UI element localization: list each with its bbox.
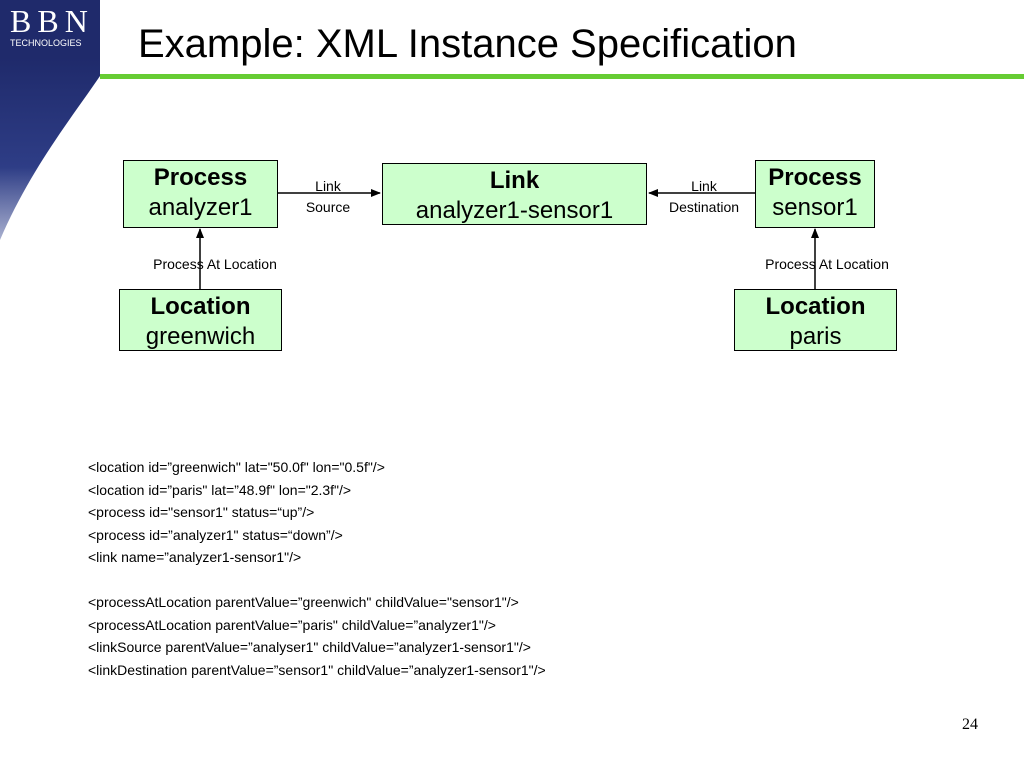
bbn-logo: BBN TECHNOLOGIES xyxy=(0,0,100,240)
location-paris-node: Location paris xyxy=(734,289,897,351)
node-type: Link xyxy=(489,167,540,194)
logo-letters: BBN xyxy=(10,3,94,39)
xml-code-line: <link name=”analyzer1-sensor1"/> xyxy=(88,549,302,565)
xml-code-line: <linkSource parentValue=”analyser1" chil… xyxy=(88,639,531,655)
logo-subtitle: TECHNOLOGIES xyxy=(10,38,82,48)
xml-code-line: <location id=”paris" lat=”48.9f" lon="2.… xyxy=(88,481,352,498)
process-at-location-left-label: Process At Location xyxy=(153,256,277,272)
logo-swoosh xyxy=(0,0,100,240)
node-type: Location xyxy=(765,293,866,320)
title-underline xyxy=(100,74,1024,79)
node-type: Location xyxy=(150,293,251,320)
xml-code-line: <processAtLocation parentValue=”paris" c… xyxy=(88,616,496,633)
process-sensor-node: Process sensor1 xyxy=(755,160,875,228)
slide-title: Example: XML Instance Specification xyxy=(138,22,797,66)
process-analyzer-node: Process analyzer1 xyxy=(123,160,278,228)
location-greenwich-node: Location greenwich xyxy=(119,289,282,351)
link-destination-label: Link Destination xyxy=(658,176,750,218)
xml-code-line: <process id=”analyzer1" status=“down”/> xyxy=(88,526,343,543)
node-value: sensor1 xyxy=(772,194,858,221)
xml-code-line: <location id=”greenwich" lat="50.0f" lon… xyxy=(88,459,385,475)
node-type: Process xyxy=(153,164,248,191)
node-type: Process xyxy=(768,164,862,191)
edge-label-line: Link xyxy=(691,178,717,194)
page-number: 24 xyxy=(962,716,978,733)
link-node: Link analyzer1-sensor1 xyxy=(382,163,647,225)
edge-label-line: Link xyxy=(315,178,341,194)
node-value: paris xyxy=(789,323,842,350)
node-value: analyzer1-sensor1 xyxy=(415,197,614,224)
node-value: analyzer1 xyxy=(148,194,253,221)
xml-code-line: <process id="sensor1" status=“up”/> xyxy=(88,504,315,520)
node-value: greenwich xyxy=(145,323,256,350)
xml-code-block: <location id=”greenwich" lat="50.0f" lon… xyxy=(88,456,546,681)
xml-code-line xyxy=(88,569,546,592)
process-at-location-right-label: Process At Location xyxy=(765,256,889,272)
link-source-label: Link Source xyxy=(292,176,364,218)
edge-label-line: Source xyxy=(305,199,351,215)
xml-code-line: <processAtLocation parentValue=”greenwic… xyxy=(88,594,519,610)
xml-code-line: <linkDestination parentValue=”sensor1" c… xyxy=(88,661,546,678)
edge-label-line: Destination xyxy=(668,199,740,215)
